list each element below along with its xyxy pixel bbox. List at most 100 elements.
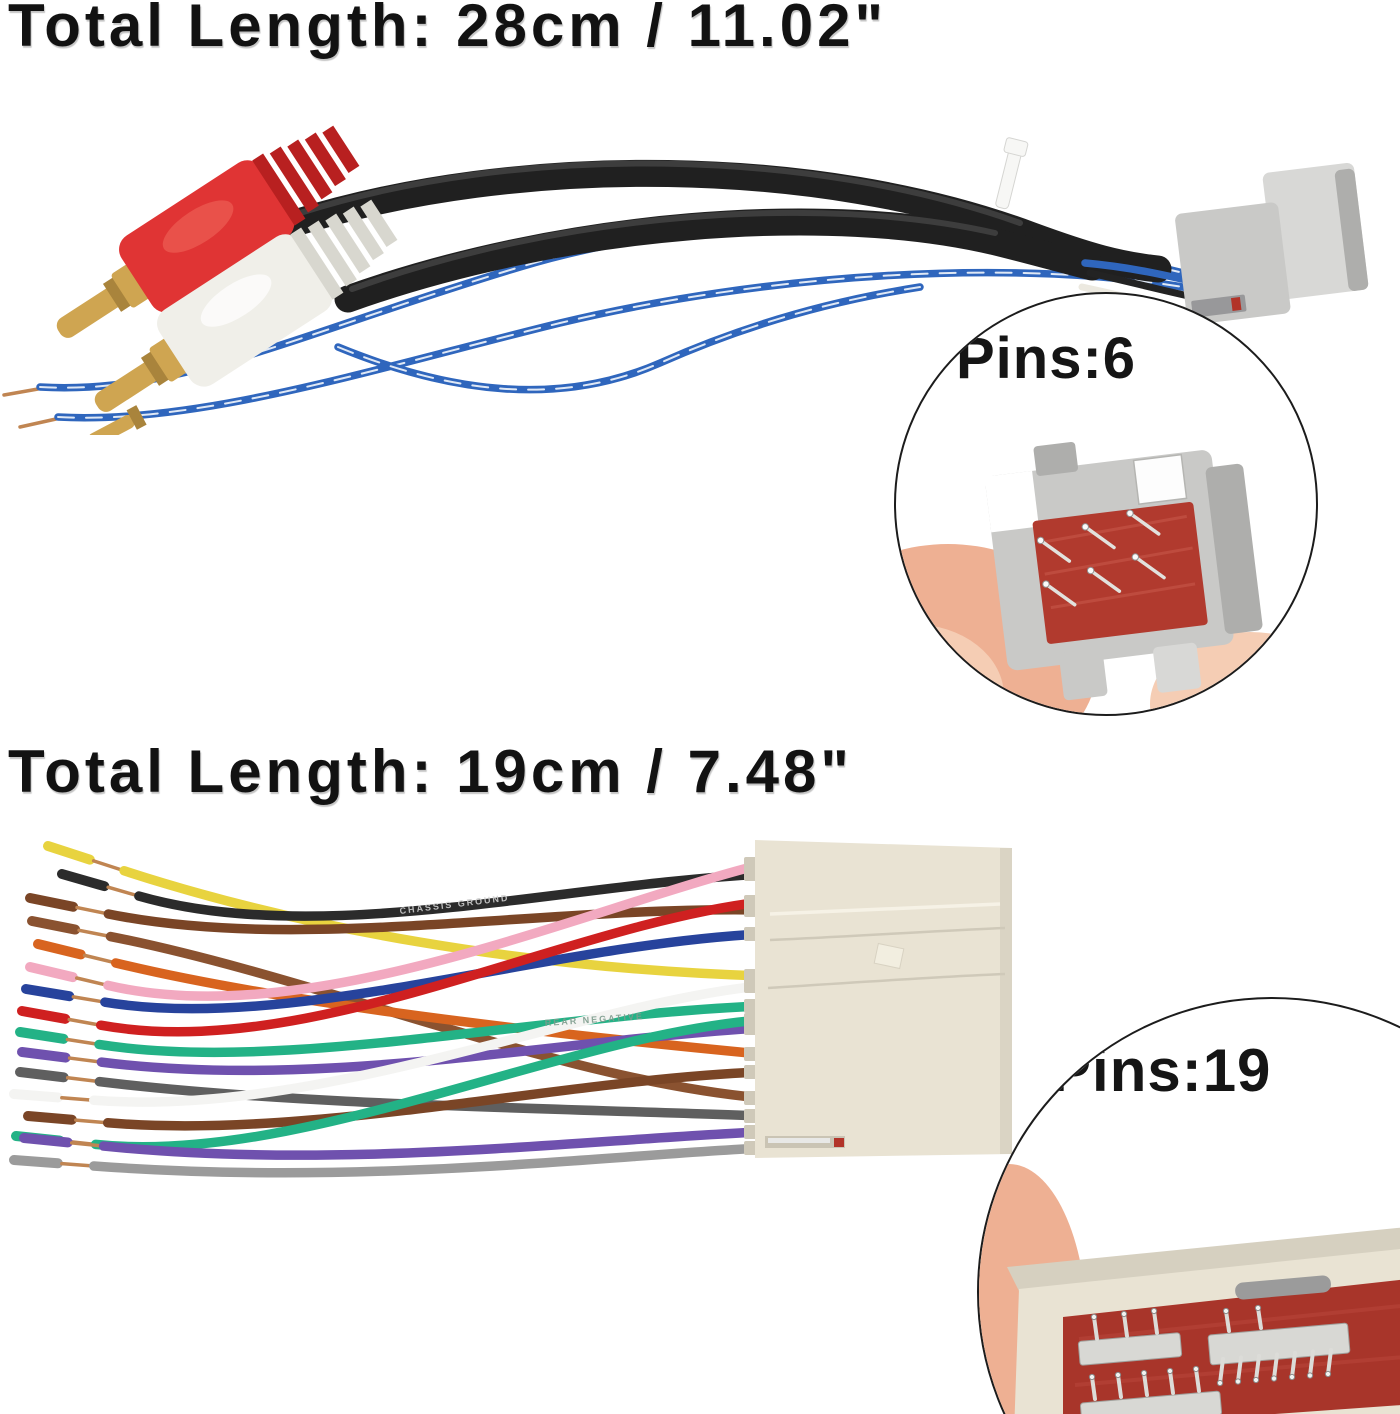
- metal-pin: [1152, 1309, 1159, 1335]
- pin-tip: [1036, 536, 1045, 545]
- pin-tip: [1254, 1304, 1262, 1312]
- bare-copper-tip: [65, 1037, 99, 1046]
- pin-tip: [1126, 509, 1134, 518]
- insulation-sleeve-brown: [25, 893, 79, 912]
- wire-yellow: [119, 866, 767, 981]
- nineteen-pin-connector: [744, 840, 1012, 1158]
- pin-tip: [1222, 1307, 1230, 1315]
- metal-pin: [1254, 1354, 1261, 1382]
- pin-tip: [1252, 1376, 1260, 1384]
- length-label-top: Total Length: 28cm / 11.02": [8, 0, 887, 59]
- metal-pin: [1122, 1312, 1129, 1338]
- pin-tip: [1042, 580, 1050, 588]
- pin-tip: [1150, 1307, 1158, 1315]
- wire-blue: [100, 929, 765, 1014]
- wire-purple-2: [98, 1127, 765, 1160]
- molding-notch: [873, 942, 905, 970]
- insulation-sleeve-gray: [9, 1155, 63, 1169]
- metal-pin: [1272, 1352, 1279, 1381]
- wire-brown-3: [102, 1067, 765, 1131]
- pin-tip: [1120, 1310, 1128, 1318]
- bottom-tab: [1153, 642, 1202, 693]
- bare-copper-tip: [77, 928, 111, 938]
- metal-pin: [1236, 1355, 1243, 1384]
- gray-key-slot: [1235, 1275, 1331, 1300]
- red-mark: [1230, 296, 1242, 311]
- pin-tip: [1088, 1373, 1096, 1381]
- bare-copper-tip: [82, 953, 116, 965]
- metal-pin: [1194, 1367, 1201, 1393]
- metal-pin: [1083, 525, 1116, 550]
- white-rca-plug: [94, 199, 398, 412]
- nineteen-pin-connector-face: [1007, 1227, 1400, 1414]
- metal-glint: [768, 1138, 830, 1143]
- metal-pin: [1044, 582, 1077, 607]
- metal-pin: [1308, 1349, 1315, 1378]
- pin-tip: [1131, 553, 1140, 561]
- wire-pink: [103, 859, 768, 1001]
- insulation-sleeve-brown-3: [23, 1111, 77, 1125]
- pin-bar: [1079, 1390, 1223, 1414]
- ridge-line: [769, 902, 1001, 916]
- wire-gray: [89, 1143, 767, 1178]
- pin-tip: [1324, 1370, 1332, 1378]
- wire-black: [134, 869, 770, 921]
- wire-teal-2: [90, 1015, 765, 1152]
- red-rca-plug: [56, 125, 360, 338]
- pins6-closeup: [896, 441, 1316, 714]
- wire-print-label: CHASSIS GROUND: [399, 893, 510, 916]
- insulation-sleeve-white: [9, 1089, 63, 1103]
- bare-copper-tip: [18, 417, 58, 429]
- rca-adapter-photo: [2, 125, 1369, 435]
- cable-highlight: [349, 209, 998, 292]
- metal-pin: [1224, 1309, 1231, 1333]
- pin-tip: [1086, 566, 1095, 575]
- pin-grid: [1088, 1304, 1333, 1401]
- ridge-line: [767, 972, 1006, 990]
- bottom-tab: [1059, 648, 1108, 701]
- bare-copper-tip: [60, 1096, 94, 1102]
- metal-pin: [1290, 1351, 1297, 1379]
- pin-tip: [1270, 1375, 1278, 1382]
- strain-relief-ribs: [290, 199, 398, 300]
- wire-bundle: [9, 841, 770, 1178]
- metal-pin: [1142, 1371, 1149, 1397]
- metal-pin: [1092, 1315, 1099, 1341]
- wire-teal: [94, 1001, 765, 1058]
- blue-wire: [54, 268, 1209, 422]
- insulation-sleeve-blue: [21, 984, 75, 1002]
- insulation-sleeve-purple: [17, 1047, 71, 1063]
- cable-tie: [995, 137, 1029, 210]
- wire-white: [89, 981, 765, 1107]
- pin-grid: [1036, 509, 1166, 607]
- white-stripe: [337, 286, 921, 391]
- cable-highlight: [297, 160, 1023, 226]
- metal-pin: [1168, 1369, 1175, 1395]
- pins19-closeup: [979, 1164, 1400, 1414]
- insulation-sleeve-purple-2: [19, 1133, 73, 1148]
- bare-copper-tip: [75, 905, 109, 916]
- insulation-sleeve-pink: [25, 962, 78, 983]
- bare-copper-tip: [74, 976, 108, 987]
- bare-copper-tip: [106, 885, 139, 898]
- pins19-magnifier: Pins:19: [977, 997, 1400, 1414]
- metal-pin: [1218, 1357, 1225, 1385]
- wire-print-label: REAR NEGATIVE: [544, 1011, 644, 1028]
- six-pin-connector: [1175, 162, 1369, 325]
- wire-harness-photo: CHASSIS GROUND REAR NEGATIVE: [9, 840, 1012, 1178]
- wire-red: [95, 897, 766, 1037]
- pin-tip: [1114, 1371, 1122, 1379]
- pin-tip: [1306, 1372, 1314, 1379]
- top-tab: [1033, 441, 1078, 476]
- bare-copper-tip: [91, 859, 124, 872]
- pins19-label: Pins:19: [1051, 1037, 1272, 1104]
- gold-plug-tip: [88, 405, 147, 435]
- pin-tip: [1081, 523, 1089, 531]
- pin-tip: [1234, 1378, 1242, 1385]
- length-label-bottom: Total Length: 19cm / 7.48": [8, 738, 853, 805]
- pin-tip: [1288, 1373, 1296, 1381]
- finger-highlight: [896, 624, 1004, 714]
- insulation-sleeve-teal: [15, 1027, 69, 1044]
- metal-pin: [1256, 1306, 1263, 1330]
